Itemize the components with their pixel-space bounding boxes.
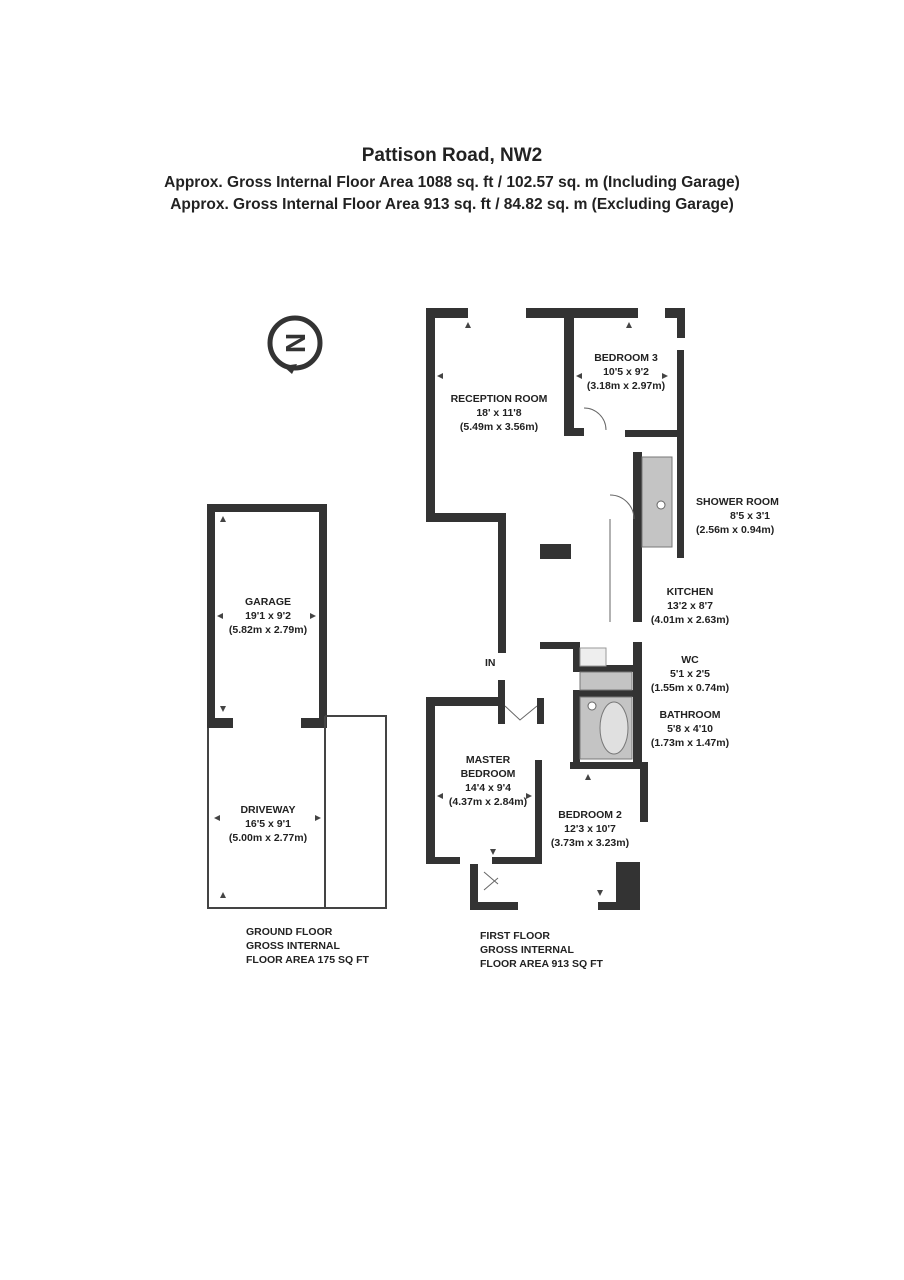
room-kitchen: KITCHEN 13'2 x 8'7 (4.01m x 2.63m) [650,586,730,626]
room-master-bedroom: MASTER BEDROOM 14'4 x 9'4 (4.37m x 2.84m… [448,754,528,808]
compass-letter: N [280,333,311,353]
room-reception: RECEPTION ROOM 18' x 11'8 (5.49m x 3.56m… [450,393,548,433]
bathroom-fixtures [579,456,673,760]
room-bedroom-2: BEDROOM 2 12'3 x 10'7 (3.73m x 3.23m) [550,809,630,849]
entrance-label: IN [485,657,496,669]
door-swings [483,407,635,891]
ground-floor-caption: GROUND FLOOR GROSS INTERNAL FLOOR AREA 1… [246,926,369,966]
room-shower: SHOWER ROOM 8'5 x 3'1 (2.56m x 0.94m) [696,496,779,536]
area-excluding-garage: Approx. Gross Internal Floor Area 913 sq… [170,196,734,213]
plan-title: Pattison Road, NW2 [361,145,543,166]
room-bathroom: BATHROOM 5'8 x 4'10 (1.73m x 1.47m) [650,709,730,749]
room-bedroom-3: BEDROOM 3 10'5 x 9'2 (3.18m x 2.97m) [586,352,666,392]
room-garage: GARAGE 19'1 x 9'2 (5.82m x 2.79m) [228,596,308,636]
compass-icon: N [267,315,323,374]
driveway-outline [207,715,387,909]
area-including-garage: Approx. Gross Internal Floor Area 1088 s… [164,174,740,191]
garage-walls [207,504,327,728]
first-floor-walls [426,308,685,910]
room-wc: WC 5'1 x 2'5 (1.55m x 0.74m) [650,654,730,694]
first-floor-caption: FIRST FLOOR GROSS INTERNAL FLOOR AREA 91… [480,930,603,970]
room-driveway: DRIVEWAY 16'5 x 9'1 (5.00m x 2.77m) [228,804,308,844]
dimension-markers [214,322,668,898]
